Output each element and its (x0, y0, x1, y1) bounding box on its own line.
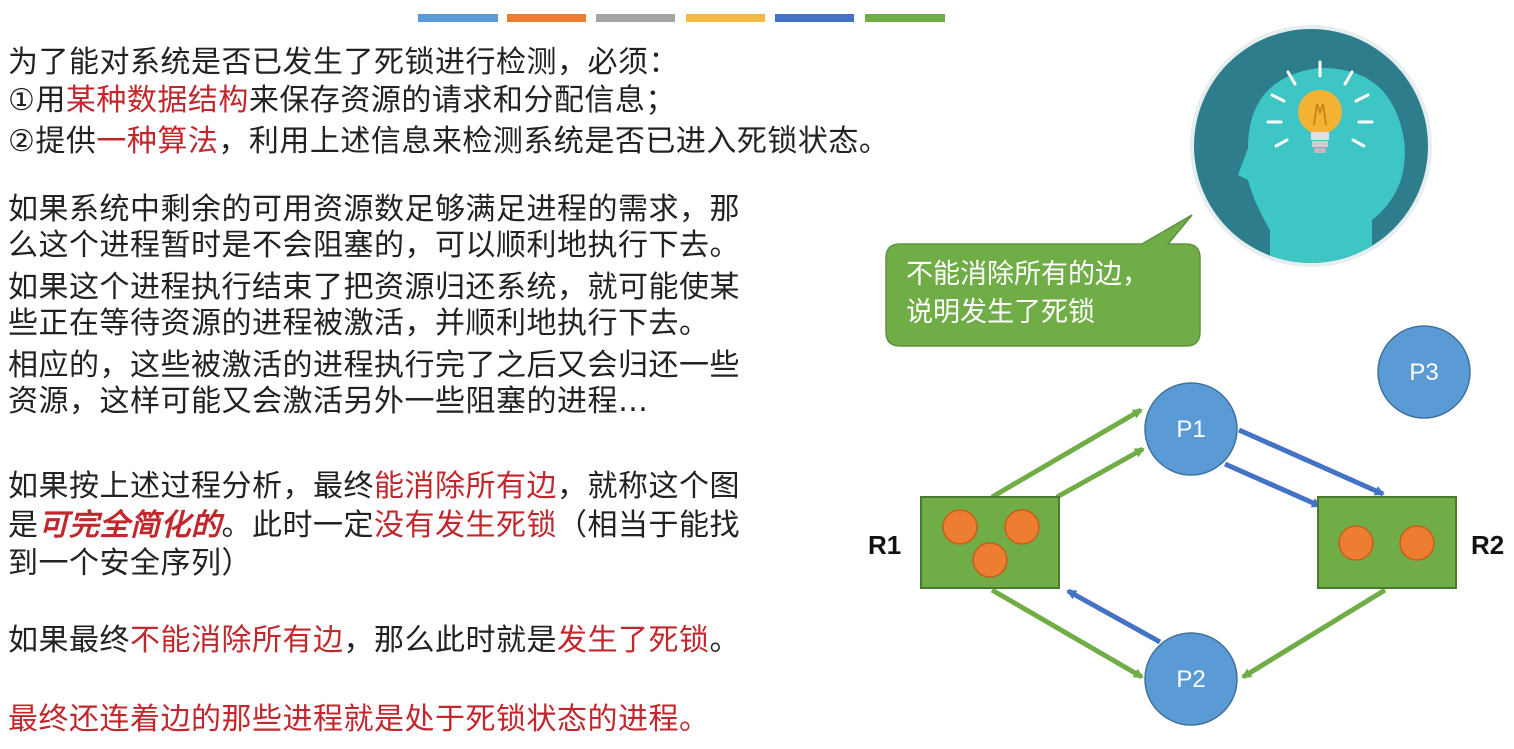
p2-l1-suffix: ，就称这个图 (557, 469, 740, 504)
paragraph-1-line-3: 如果这个进程执行结束了把资源归还系统，就可能使某 (8, 270, 740, 305)
paragraph-3: 如果最终不能消除所有边，那么此时就是发生了死锁。 (8, 623, 740, 658)
process-p1: P1 (1144, 382, 1238, 476)
callout-text: 不能消除所有的边， 说明发生了死锁 (906, 256, 1149, 332)
resource-r2 (1317, 496, 1457, 589)
paragraph-1-line-2: 么这个进程暂时是不会阻塞的，可以顺利地执行下去。 (8, 228, 740, 263)
paragraph-1-line-5: 相应的，这些被激活的进程执行完了之后又会归还一些 (8, 348, 740, 383)
callout-line-2: 说明发生了死锁 (906, 297, 1095, 328)
process-p3-label: P3 (1409, 359, 1438, 386)
p2-l2-suffix: （相当于能找 (557, 508, 740, 543)
r1-instance (972, 542, 1008, 578)
r2-instance (1338, 525, 1374, 561)
color-bar-4 (686, 14, 765, 22)
color-bar-1 (418, 14, 498, 22)
p3-suffix: 。 (709, 623, 740, 658)
assignment-edge-p2-r1 (1066, 588, 1162, 645)
intro-line-2-highlight: 某种数据结构 (65, 83, 249, 118)
callout-bubble (885, 214, 1201, 347)
paragraph-2-line-1: 如果按上述过程分析，最终能消除所有边，就称这个图 (8, 469, 740, 504)
lightbulb-icon (1266, 60, 1374, 153)
request-edge-r1-p1-a (990, 407, 1143, 500)
request-edge-r1-p1-b (1055, 446, 1145, 500)
p2-l2-emphasis: 可完全简化的 (38, 508, 222, 543)
paragraph-1-line-1: 如果系统中剩余的可用资源数足够满足进程的需求，那 (8, 192, 740, 227)
intro-line-2: ①用某种数据结构来保存资源的请求和分配信息； (8, 83, 676, 118)
color-bar-6 (865, 14, 945, 22)
intro-line-1: 为了能对系统是否已发生了死锁进行检测，必须： (8, 45, 679, 80)
process-p2-label: P2 (1176, 666, 1205, 693)
process-p2: P2 (1144, 632, 1238, 726)
request-edge-r2-p2 (1241, 587, 1387, 680)
assignment-edge-p1-r2-a (1237, 427, 1385, 497)
resource-r2-label: R2 (1471, 530, 1505, 560)
callout-line-1: 不能消除所有的边， (906, 259, 1149, 290)
p3-highlight-2: 发生了死锁 (557, 623, 710, 658)
p2-l2-prefix: 是 (8, 508, 39, 543)
p2-l2-highlight: 没有发生死锁 (374, 508, 557, 543)
color-bar-3 (596, 14, 675, 22)
p3-highlight-1: 不能消除所有边 (130, 623, 344, 658)
r1-instance (1004, 509, 1040, 545)
paragraph-1-line-6: 资源，这样可能又会激活另外一些阻塞的进程… (8, 384, 649, 419)
paragraph-1-line-4: 些正在等待资源的进程被激活，并顺利地执行下去。 (8, 306, 710, 341)
request-edge-r1-p2 (990, 587, 1144, 680)
p2-l2-mid: 。此时一定 (221, 508, 374, 543)
p3-prefix: 如果最终 (8, 623, 130, 658)
process-p3: P3 (1377, 325, 1471, 419)
color-bar-2 (507, 14, 586, 22)
intro-line-3: ②提供一种算法，利用上述信息来检测系统是否已进入死锁状态。 (8, 124, 889, 159)
r1-instance (942, 509, 978, 545)
color-bar-5 (775, 14, 854, 22)
resource-r1 (920, 496, 1060, 589)
process-p1-label: P1 (1176, 416, 1205, 443)
resource-r1-label: R1 (868, 530, 902, 560)
intro-line-3-prefix: ②提供 (8, 124, 97, 159)
idea-head-icon (1190, 25, 1432, 267)
paragraph-2-line-3: 到一个安全序列） (8, 546, 252, 581)
p2-l1-prefix: 如果按上述过程分析，最终 (8, 469, 374, 504)
assignment-edge-p1-r2-b (1223, 461, 1322, 509)
p3-mid: ，那么此时就是 (343, 623, 557, 658)
p2-l1-highlight: 能消除所有边 (374, 469, 557, 504)
intro-line-2-suffix: 来保存资源的请求和分配信息； (248, 83, 676, 118)
intro-line-3-highlight: 一种算法 (96, 124, 219, 159)
r2-instance (1399, 525, 1435, 561)
paragraph-2-line-2: 是可完全简化的。此时一定没有发生死锁（相当于能找 (8, 508, 740, 543)
conclusion-line: 最终还连着边的那些进程就是处于死锁状态的进程。 (8, 702, 710, 737)
intro-line-3-suffix: ，利用上述信息来检测系统是否已进入死锁状态。 (218, 124, 890, 159)
intro-line-2-prefix: ①用 (8, 83, 66, 118)
